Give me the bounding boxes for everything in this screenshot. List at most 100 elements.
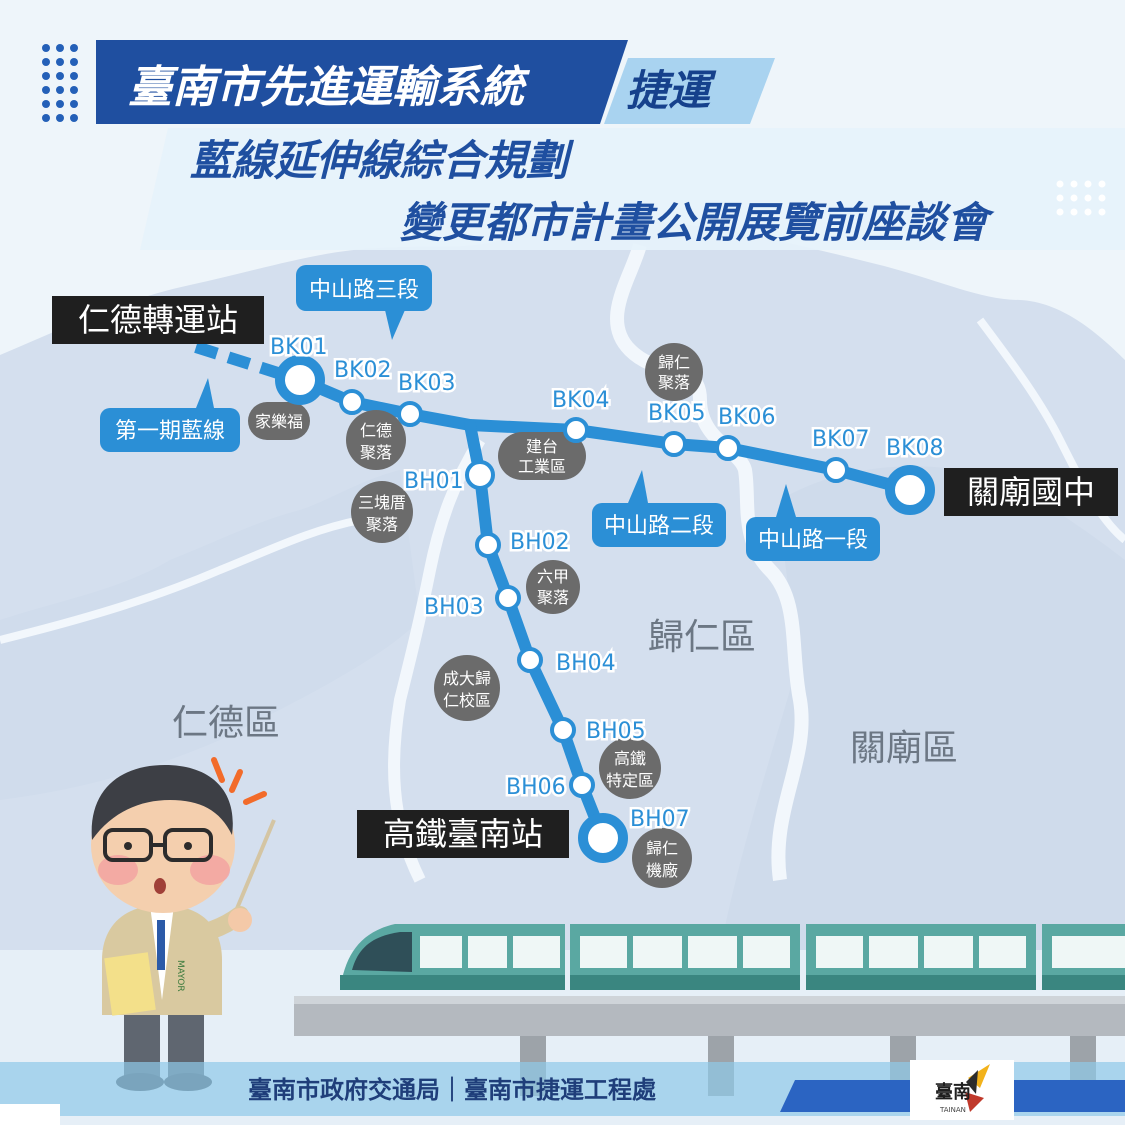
landmark-jialefu-label: 家樂福 — [255, 412, 303, 431]
station-node-bk03 — [397, 401, 423, 427]
landmark-liujia-l2: 聚落 — [537, 588, 569, 607]
landmark-liujia-l1: 六甲 — [537, 567, 569, 586]
station-node-bk07 — [823, 457, 849, 483]
title-main: 臺南市先進運輸系統 — [128, 62, 531, 113]
terminal-guanmiao-jh: 關廟國中 — [967, 473, 1095, 511]
landmark-rende-village-l1: 仁德 — [360, 421, 392, 440]
station-node-bh01 — [465, 460, 495, 490]
landmark-guiren-village-l1: 歸仁 — [658, 353, 690, 372]
subtitle-line-2: 變更都市計畫公開展覽前座談會 — [400, 198, 995, 247]
landmark-ncku-guiren-l1: 成大歸 — [443, 669, 491, 688]
landmark-hsr-special-l2: 特定區 — [606, 771, 654, 790]
station-node-bh05 — [550, 717, 576, 743]
landmark-guiren-village: 歸仁 聚落 — [645, 343, 703, 401]
road-labels: 中山路三段 第一期藍線 中山路二段 中山路一段 — [100, 265, 880, 561]
road-label-zhongshan-2: 中山路二段 — [604, 514, 714, 539]
logo-subtext: TAINAN — [939, 1106, 966, 1114]
road-label-zhongshan-1: 中山路一段 — [758, 528, 868, 553]
title-tag: 捷運 — [626, 66, 717, 115]
district-labels: 歸仁區 仁德區 關廟區 — [172, 617, 958, 769]
station-label-bk07: BK07 — [812, 427, 870, 452]
station-label-bh06: BH06 — [506, 775, 566, 800]
landmark-sankuaicuo-l1: 三塊厝 — [358, 493, 406, 512]
landmark-guiren-depot-l2: 機廠 — [646, 861, 678, 880]
district-guiren: 歸仁區 — [648, 617, 756, 658]
landmark-guiren-village-l2: 聚落 — [658, 373, 690, 392]
terminal-labels: 仁德轉運站 關廟國中 高鐵臺南站 — [52, 296, 1118, 858]
landmark-jialefu: 家樂福 — [248, 402, 310, 440]
mascot-badge: MAYOR — [175, 960, 185, 992]
station-node-bk08 — [885, 465, 935, 515]
station-node-bh06 — [569, 772, 595, 798]
station-node-bh04 — [517, 647, 543, 673]
station-node-bk06 — [715, 435, 741, 461]
title-bar — [96, 40, 628, 124]
title-tag-bg — [604, 58, 775, 124]
phase1-dashed-line — [194, 341, 302, 386]
station-label-bk03: BK03 — [398, 371, 456, 396]
landmark-ncku-guiren-l2: 仁校區 — [443, 691, 491, 710]
mayor-mascot: MAYOR — [91, 757, 276, 1091]
district-rende: 仁德區 — [172, 703, 280, 744]
station-node-bk02 — [339, 389, 365, 415]
subtitle-line-1: 藍線延伸線綜合規劃 — [190, 136, 575, 185]
landmark-sankuaicuo: 三塊厝 聚落 — [351, 481, 413, 543]
landmark-guiren-depot: 歸仁 機廠 — [632, 828, 692, 888]
terminal-box-rende — [52, 296, 264, 344]
landmark-liujia: 六甲 聚落 — [526, 560, 580, 614]
station-label-bh04: BH04 — [556, 651, 616, 676]
station-label-bh07: BH07 — [630, 807, 690, 832]
landmark-rende-village: 仁德 聚落 — [346, 410, 406, 470]
terminal-box-hsr — [357, 810, 569, 858]
station-node-bk05 — [661, 431, 687, 457]
station-label-bh02: BH02 — [510, 530, 570, 555]
landmark-jiantai-l1: 建台 — [526, 437, 558, 456]
landmark-guiren-depot-l1: 歸仁 — [646, 839, 678, 858]
landmark-hsr-special: 高鐵 特定區 — [599, 737, 661, 799]
station-label-bk01: BK01 — [270, 335, 328, 360]
station-label-bk05: BK05 — [648, 401, 706, 426]
road-label-phase1: 第一期藍線 — [115, 419, 225, 444]
terminal-box-guanmiao — [944, 468, 1118, 516]
station-label-bk02: BK02 — [334, 358, 392, 383]
station-label-bk04: BK04 — [552, 388, 610, 413]
callout-zhongshan-3: 中山路三段 — [296, 265, 432, 340]
station-node-bh02 — [475, 532, 501, 558]
station-node-bh07 — [578, 813, 628, 863]
landmarks: 家樂福 仁德 聚落 歸仁 聚落 建台 工業區 三塊厝 聚落 六甲 聚落 — [248, 343, 703, 888]
landmark-jiantai: 建台 工業區 — [498, 432, 586, 480]
landmark-jiantai-l2: 工業區 — [518, 457, 566, 476]
station-node-bk04 — [563, 417, 589, 443]
station-node-bh03 — [495, 585, 521, 611]
viaduct — [294, 996, 1125, 1096]
station-label-bk08: BK08 — [886, 436, 944, 461]
station-label-bh05: BH05 — [586, 719, 646, 744]
footer-credit: 臺南市政府交通局｜臺南市捷運工程處 — [248, 1076, 656, 1104]
landmark-sankuaicuo-l2: 聚落 — [366, 515, 398, 534]
landmark-rende-village-l2: 聚落 — [360, 443, 392, 462]
terminal-hsr-tainan: 高鐵臺南站 — [383, 815, 543, 853]
header: 臺南市先進運輸系統 捷運 藍線延伸線綜合規劃 變更都市計畫公開展覽前座談會 — [42, 40, 1125, 250]
dots-grid-icon — [1056, 180, 1106, 216]
station-label-bh01: BH01 — [404, 469, 464, 494]
station-label-bh03: BH03 — [424, 595, 484, 620]
stations — [275, 355, 935, 863]
station-node-bk01 — [275, 355, 325, 405]
callout-zhongshan-2: 中山路二段 — [592, 470, 726, 547]
train — [340, 924, 1125, 990]
district-guanmiao: 關廟區 — [850, 728, 958, 769]
tainan-logo-icon: 臺南 TAINAN — [910, 1060, 1014, 1120]
dots-grid-icon — [42, 44, 78, 122]
callout-zhongshan-1: 中山路一段 — [746, 484, 880, 561]
terminal-rende-transfer: 仁德轉運站 — [78, 301, 238, 339]
logo-text: 臺南 — [935, 1081, 971, 1103]
landmark-hsr-special-l1: 高鐵 — [614, 749, 646, 768]
footer: 臺南市政府交通局｜臺南市捷運工程處 臺南 TAINAN — [0, 1060, 1125, 1125]
station-label-bk06: BK06 — [718, 405, 776, 430]
road-label-zhongshan-3: 中山路三段 — [309, 278, 419, 303]
station-labels: BK01 BK02 BK03 BK04 BK05 BK06 BK07 BK08 … — [268, 333, 947, 835]
subtitle-band — [140, 128, 1125, 250]
callout-phase1: 第一期藍線 — [100, 378, 240, 452]
emphasis-lines-icon — [211, 757, 267, 805]
